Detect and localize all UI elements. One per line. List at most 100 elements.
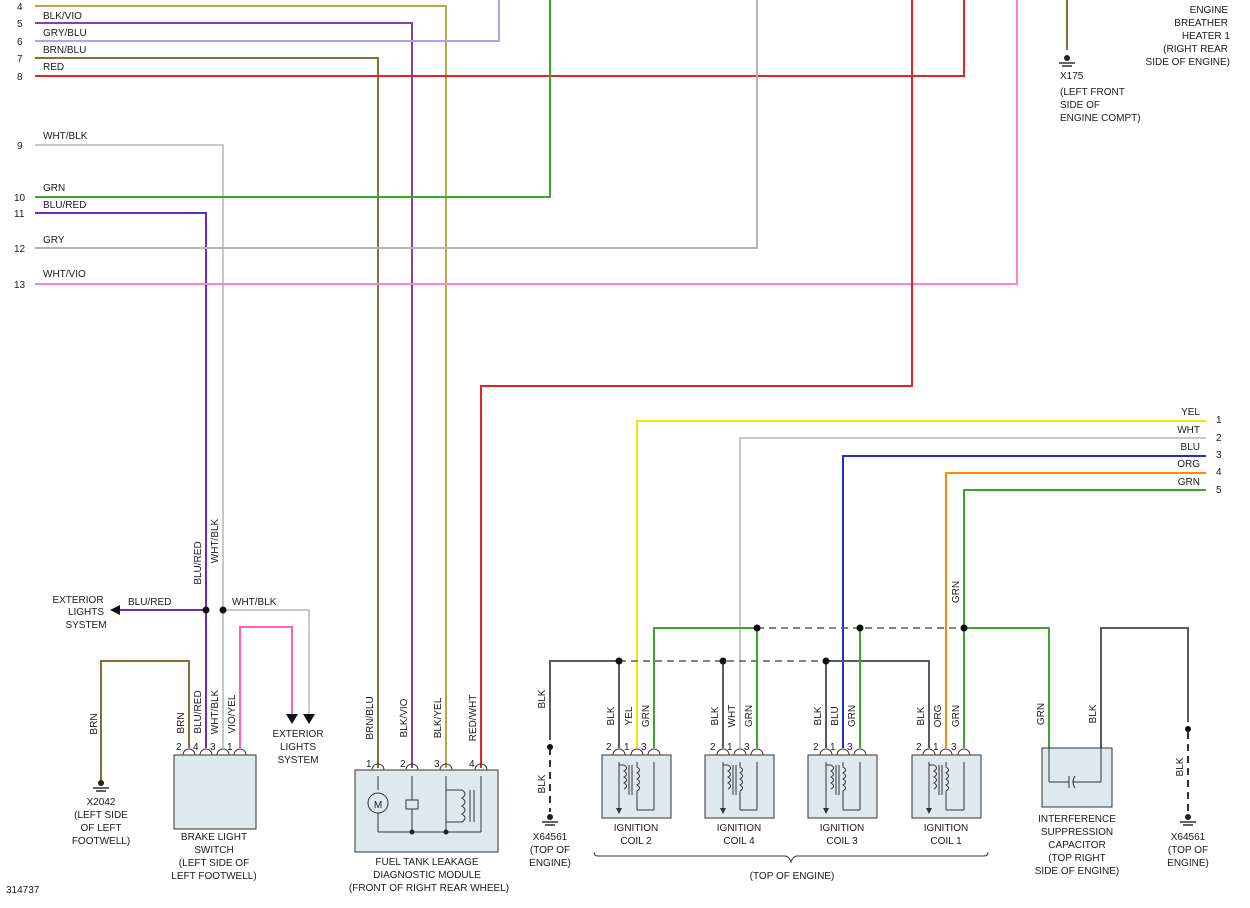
wire-label: BLU <box>1181 442 1200 453</box>
ground-x2042: BRN X2042 (LEFT SIDE OF LEFT FOOTWELL) <box>72 660 190 847</box>
pin-number: 3 <box>951 742 957 753</box>
coil-label-line: COIL 1 <box>930 836 962 847</box>
wire-pin11 <box>35 212 207 610</box>
x175-label-line: SIDE OF <box>1060 100 1100 111</box>
vertical-wire-label: BRN <box>89 713 100 734</box>
splice-dot <box>1185 726 1191 732</box>
wire-label: GRN <box>43 183 65 194</box>
vertical-wire-label: WHT <box>727 705 738 728</box>
pin-number: 5 <box>1216 485 1222 496</box>
capacitor-label-line: SUPPRESSION <box>1041 827 1113 838</box>
coil-icon <box>722 762 758 811</box>
brake-switch-body <box>173 754 257 830</box>
ignition-coil-3 <box>807 748 878 819</box>
splice-dot <box>822 657 830 665</box>
x175-label-line: ENGINE COMPT) <box>1060 113 1141 124</box>
x2042-label-line: FOOTWELL) <box>72 836 130 847</box>
wire-pin9 <box>35 144 224 610</box>
pin-number: 3 <box>641 742 647 753</box>
pin-number: 13 <box>14 280 26 291</box>
exterior-lights-right-line: LIGHTS <box>280 742 316 753</box>
wire-label: WHT/BLK <box>43 131 88 142</box>
x64561-left-line: X64561 <box>533 832 568 843</box>
capacitor-label-line: INTERFERENCE <box>1038 814 1116 825</box>
vertical-wire-label: BRN/BLU <box>365 696 376 739</box>
ignition-coils: 2 1 3 2 1 3 2 1 3 2 1 3 BLK YEL GRN BLK … <box>593 704 989 882</box>
ftl-label-line: FUEL TANK LEAKAGE <box>375 857 479 868</box>
vertical-wire-label: YEL <box>624 706 635 725</box>
brake-switch-label-line: (LEFT SIDE OF <box>179 858 249 869</box>
capacitor-label-line: (TOP RIGHT <box>1048 853 1105 864</box>
vertical-wire-label: WHT/BLK <box>210 518 221 563</box>
pin-number: 4 <box>469 759 475 770</box>
pin-number: 12 <box>14 244 26 255</box>
x2042-label-line: (LEFT SIDE <box>74 810 128 821</box>
coil-icon <box>461 789 466 823</box>
vertical-wire-label: BLK <box>710 706 721 725</box>
exterior-lights-left-line: EXTERIOR <box>52 595 103 606</box>
ftl-internal-circuit <box>367 776 482 833</box>
pin-number: 1 <box>624 742 630 753</box>
x2042-label-line: OF LEFT <box>80 823 121 834</box>
wire-pin10 <box>35 0 551 198</box>
heater-label-line: SIDE OF ENGINE) <box>1146 57 1230 68</box>
wire-redwht <box>480 0 913 768</box>
wire-label: WHT/VIO <box>43 269 86 280</box>
arrow-icon <box>616 808 622 814</box>
pin-number: 1 <box>727 742 733 753</box>
arrow-left <box>110 605 120 615</box>
splice-dot <box>856 624 864 632</box>
wire-grn-coil2 <box>653 627 757 748</box>
vertical-wire-label: BLK/YEL <box>433 697 444 738</box>
splice-dot <box>547 744 553 750</box>
ignition-coil-4 <box>704 748 775 819</box>
vertical-wire-label: BLU/RED <box>193 690 204 733</box>
vertical-wire-label: BLK <box>537 689 548 708</box>
pin-number: 3 <box>434 759 440 770</box>
pin-number: 3 <box>744 742 750 753</box>
ignition-coil-2 <box>601 748 672 819</box>
pin-number: 10 <box>14 193 26 204</box>
pin-number: 7 <box>17 54 23 65</box>
vertical-wire-label: BLK <box>537 774 548 793</box>
wire-label: GRY <box>43 235 65 246</box>
heater-label-line: ENGINE <box>1190 5 1229 16</box>
right-pin-numbers: 1 2 3 4 5 YEL WHT BLU ORG GRN <box>1177 407 1222 496</box>
x64561-left-line: ENGINE) <box>529 858 571 869</box>
pin-number: 6 <box>17 37 23 48</box>
capacitor-icon <box>1048 748 1102 789</box>
heater-label-line: (RIGHT REAR <box>1163 44 1228 55</box>
wire-label: GRN <box>1178 477 1200 488</box>
pin-number: 2 <box>1216 433 1222 444</box>
vertical-wire-label: BLU <box>830 706 841 725</box>
pin-number: 4 <box>193 742 199 753</box>
capacitor-label-line: CAPACITOR <box>1048 840 1105 851</box>
switch-icon <box>405 799 419 810</box>
exterior-lights-left-line: LIGHTS <box>68 607 104 618</box>
x64561-left-line: (TOP OF <box>530 845 570 856</box>
left-wire-labels: BLK/VIO GRY/BLU BRN/BLU RED WHT/BLK GRN … <box>43 11 88 280</box>
arrow-icon <box>926 808 932 814</box>
pin-number: 2 <box>400 759 406 770</box>
wire-org <box>945 472 1206 748</box>
vertical-wire-label: BLK/VIO <box>399 698 410 737</box>
heater-label-line: HEATER 1 <box>1182 31 1231 42</box>
wire-pin12 <box>35 0 758 249</box>
vertical-wire-label: ORG <box>933 704 944 727</box>
ftl-pin-arcs <box>371 763 488 771</box>
motor-symbol: M <box>374 800 382 811</box>
pin-number: 1 <box>830 742 836 753</box>
pin-number: 11 <box>14 209 25 220</box>
ground-x64561-right: BLK X64561 (TOP OF ENGINE) <box>1167 726 1209 869</box>
vertical-wire-label: VIO/YEL <box>227 694 238 733</box>
coil-label-line: COIL 2 <box>620 836 652 847</box>
fuel-tank-leakage-module: 1 2 3 4 BRN/BLU BLK/VIO BLK/YEL RED/WHT … <box>349 695 509 894</box>
left-connector-wires <box>35 0 1068 768</box>
exterior-lights-left-line: SYSTEM <box>65 620 106 631</box>
coil-label-line: IGNITION <box>820 823 864 834</box>
vertical-wire-label: BRN <box>176 712 187 733</box>
exterior-lights-right-line: SYSTEM <box>277 755 318 766</box>
top-of-engine-label: (TOP OF ENGINE) <box>750 871 835 882</box>
pin-number: 2 <box>916 742 922 753</box>
wire-label: WHT <box>1177 425 1200 436</box>
